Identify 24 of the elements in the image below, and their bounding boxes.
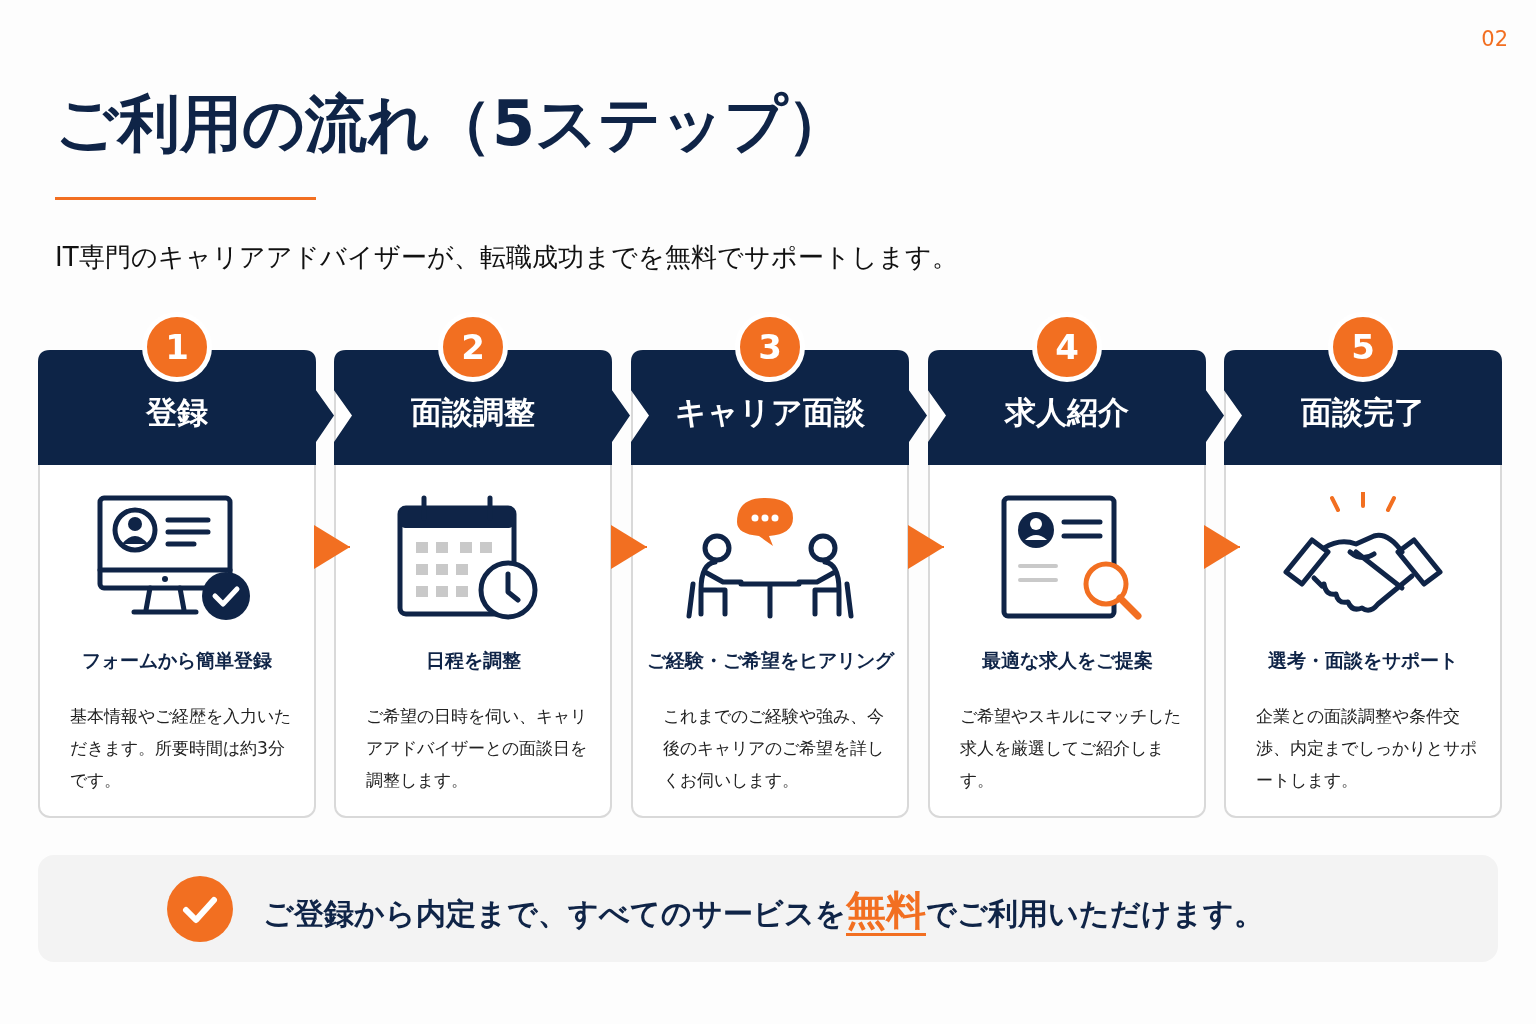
- notice-banner: [38, 855, 1498, 962]
- arrow: [908, 525, 945, 569]
- arrow: [1204, 525, 1241, 569]
- step-title: 求人紹介: [1003, 393, 1130, 432]
- step-title: 面談完了: [1300, 393, 1426, 432]
- step-title: 面談調整: [410, 393, 536, 432]
- arrow: [314, 525, 351, 569]
- step-description: ご希望の日時を伺い、キャリアアドバイザーとの面談日を調整します。: [366, 705, 588, 792]
- step-subtitle: 選考・面談をサポート: [1267, 648, 1459, 673]
- step-subtitle: 日程を調整: [424, 648, 522, 673]
- subtitle: IT専門のキャリアアドバイザーが、転職成功までを無料でサポートします。: [55, 241, 958, 274]
- step-subtitle: フォームから簡単登録: [81, 648, 273, 673]
- step-description: 基本情報やご経歴を入力いただきます。所要時間は約3分です。: [70, 705, 292, 792]
- step-description: ご希望やスキルにマッチした求人を厳選してご紹介します。: [960, 705, 1182, 792]
- page-number: 02: [1481, 27, 1508, 51]
- step-subtitle: 最適な求人をご提案: [980, 648, 1154, 673]
- step-title: キャリア面談: [674, 393, 866, 432]
- step-title: 登録: [144, 393, 209, 432]
- page-title: ご利用の流れ（5ステップ）: [55, 86, 850, 162]
- step-description: 企業との面談調整や条件交渉、内定までしっかりとサポートします。: [1256, 705, 1478, 792]
- notice-text: ご登録から内定まで、すべてのサービスを無料でご利用いただけます。: [263, 883, 1264, 938]
- step-description: これまでのご経験や強み、今後のキャリアのご希望を詳しくお伺いします。: [663, 705, 885, 792]
- arrow: [611, 525, 648, 569]
- step-subtitle: ご経験・ご希望をヒアリング: [645, 648, 896, 673]
